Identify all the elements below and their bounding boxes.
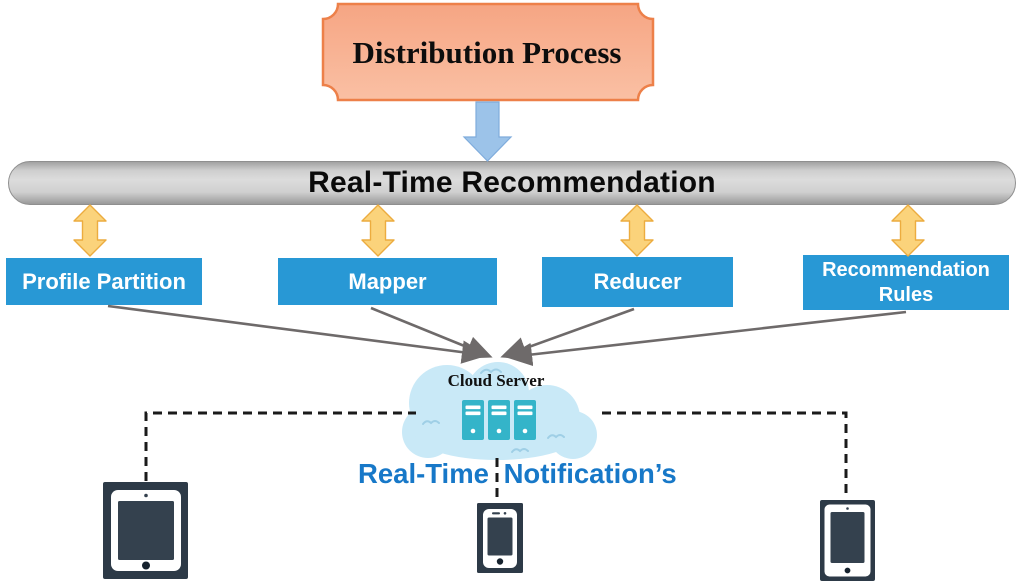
realtime-recommendation-label: Real-Time Recommendation bbox=[308, 166, 716, 199]
module-label: Reducer bbox=[593, 269, 682, 294]
module-reducer: Reducer bbox=[542, 257, 733, 307]
double-arrow-icon bbox=[891, 204, 925, 257]
module-label: Recommendation Rules bbox=[822, 258, 990, 306]
tablet-icon bbox=[103, 482, 188, 579]
connector-line bbox=[500, 307, 635, 360]
diagram-title: Distribution Process bbox=[352, 35, 622, 70]
module-profile-partition: Profile Partition bbox=[6, 258, 202, 305]
module-recommendation-rules: Recommendation Rules bbox=[803, 255, 1009, 310]
double-arrow-icon bbox=[361, 204, 395, 257]
down-arrow-icon bbox=[462, 101, 513, 162]
double-arrow-icon bbox=[73, 204, 107, 257]
double-arrow-icon bbox=[620, 204, 654, 257]
cloud-server-label: Cloud Server bbox=[447, 371, 545, 390]
tablet-icon bbox=[820, 500, 875, 581]
connector-line bbox=[107, 304, 488, 364]
server-rack-icon bbox=[462, 400, 536, 440]
module-mapper: Mapper bbox=[278, 258, 497, 305]
connector-line bbox=[370, 306, 493, 359]
module-label: Mapper bbox=[348, 268, 427, 294]
smartphone-icon bbox=[477, 503, 523, 573]
connector-line bbox=[506, 310, 907, 367]
module-label: Profile Partition bbox=[22, 268, 186, 294]
realtime-notification-label: Real-Time Notification’s bbox=[358, 458, 677, 489]
realtime-recommendation-bar: Real-Time Recommendation bbox=[8, 161, 1016, 205]
